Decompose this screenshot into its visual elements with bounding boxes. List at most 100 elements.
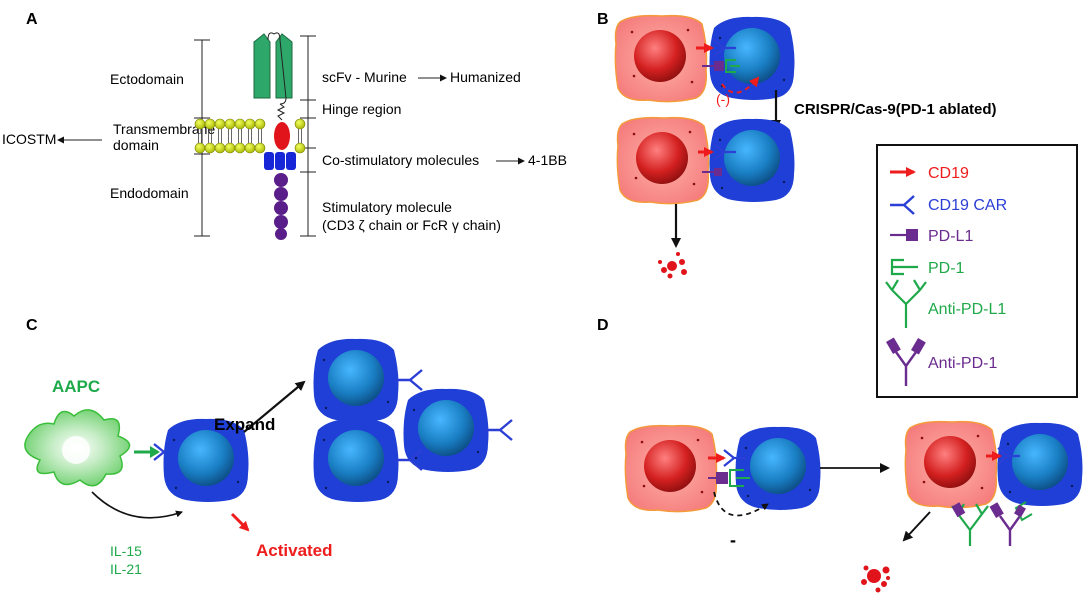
legend-label-pdl1: PD-L1 — [928, 228, 973, 245]
tumor-cell-b1 — [614, 14, 708, 103]
lipid-head — [234, 142, 246, 154]
legend-item-anti-pd1: Anti-PD-1 — [886, 337, 997, 386]
inhibit-label-b: (-) — [716, 91, 730, 107]
legend-item-pd1: PD-1 — [890, 258, 965, 277]
pdl1-pd1-d1-icon — [708, 469, 750, 487]
panel-c-label: C — [26, 317, 38, 334]
tcell-b1 — [709, 16, 795, 100]
stim-label-2: (CD3 ζ chain or FcR γ chain) — [322, 217, 501, 233]
lipid-tail — [298, 136, 302, 143]
tcell-c-expanded-1 — [313, 338, 399, 422]
scfv-domain-icon — [253, 32, 293, 105]
costim-label: Co-stimulatory molecules — [322, 152, 479, 168]
lipid-head — [234, 118, 246, 130]
crispr-label: CRISPR/Cas-9(PD-1 ablated) — [794, 101, 997, 118]
lipid-head — [214, 142, 226, 154]
lipid-head — [194, 118, 206, 130]
pd1-cup-icon — [890, 258, 918, 276]
lipid-head — [294, 118, 306, 130]
tumor-cell-d1 — [624, 424, 718, 513]
transmembrane-domain-label: domain — [113, 137, 159, 153]
car-c1-icon — [394, 368, 424, 392]
legend: CD19 CD19 CAR PD-L1 PD-1 Anti-PD-L1 — [876, 144, 1078, 398]
transmembrane-label: Transmembrane — [113, 121, 215, 137]
lipid-tail — [198, 136, 202, 143]
panel-c: C AAPC IL-15 IL-21 Activated Expand — [24, 317, 514, 577]
hinge-zigzag-icon — [276, 103, 286, 121]
lipid-tail — [218, 129, 222, 136]
activated-arrow — [230, 512, 250, 532]
transmembrane-segment-icon — [274, 122, 290, 150]
humanized-label: Humanized — [450, 69, 521, 85]
pdl1-block-icon — [890, 229, 918, 241]
aapc-label: AAPC — [52, 377, 100, 396]
lipid-tail — [228, 129, 232, 136]
aapc-nucleus-icon — [62, 436, 90, 464]
panel-d: D - — [597, 317, 1083, 593]
lysis-arrow-d — [902, 511, 931, 542]
lipid-tail — [228, 136, 232, 143]
lipid-head — [214, 118, 226, 130]
hinge-label: Hinge region — [322, 101, 401, 117]
lipid-head — [194, 142, 206, 154]
legend-label-cd19: CD19 — [928, 165, 969, 182]
left-domain-brackets — [194, 39, 210, 237]
lipid-tail — [218, 136, 222, 143]
inhibition-arrow-d — [713, 491, 769, 517]
lipid-tail — [238, 136, 242, 143]
il21-label: IL-21 — [110, 561, 142, 577]
tcell-d2 — [997, 422, 1083, 506]
inhibit-label-d: - — [730, 530, 736, 550]
lipid-tail — [198, 129, 202, 136]
tcell-c-expanded-2 — [403, 388, 489, 472]
lipid-tail — [208, 136, 212, 143]
activated-label: Activated — [256, 541, 333, 560]
anti-pd1-d-icon — [989, 501, 1033, 546]
lipid-head — [294, 142, 306, 154]
lysed-tumor-d-icon — [861, 565, 890, 593]
antibody-icon — [886, 337, 926, 386]
costim-target-label: 4-1BB — [528, 152, 567, 168]
tumor-cell-d2 — [904, 420, 998, 509]
panel-b-label: B — [597, 11, 609, 28]
panel-a-label: A — [26, 11, 38, 28]
lipid-head — [204, 118, 216, 130]
cytokine-arrow — [91, 491, 183, 519]
scfv-label: scFv - Murine — [322, 69, 407, 85]
lipid-head — [254, 142, 266, 154]
il15-label: IL-15 — [110, 543, 142, 559]
tcell-c-expanded-3 — [313, 418, 399, 502]
lipid-tail — [248, 129, 252, 136]
panel-b: B (-) CRISPR/Cas-9(PD-1 ablated) — [597, 11, 997, 279]
lipid-head — [244, 118, 256, 130]
panel-a: A Ectodomain Transmembrane domain Endodo… — [2, 11, 567, 240]
tcell-b2 — [709, 118, 795, 202]
tumor-cell-b2 — [616, 116, 710, 205]
lipid-head — [224, 142, 236, 154]
membrane-bilayer-icon — [194, 118, 306, 154]
lipid-head — [254, 118, 266, 130]
legend-item-cd19: CD19 — [890, 165, 969, 182]
lipid-tail — [258, 129, 262, 136]
lysed-tumor-b-icon — [658, 252, 687, 279]
anti-pdl1-d-icon — [951, 502, 989, 546]
tcell-d1 — [735, 426, 821, 510]
lipid-head — [244, 142, 256, 154]
lipid-tail — [258, 136, 262, 143]
pdl1-pd1-b1-icon — [702, 59, 740, 73]
legend-item-pdl1: PD-L1 — [890, 228, 973, 245]
lipid-tail — [238, 129, 242, 136]
right-domain-brackets — [300, 35, 316, 237]
icostm-label: ICOSTM — [2, 131, 56, 147]
pdl1-b2-icon — [702, 168, 722, 176]
endodomain-label: Endodomain — [110, 185, 189, 201]
y-receptor-icon — [890, 195, 915, 215]
lipid-head — [204, 142, 216, 154]
lipid-tail — [248, 136, 252, 143]
legend-label-anti-pd1: Anti-PD-1 — [928, 355, 997, 372]
ectodomain-label: Ectodomain — [110, 71, 184, 87]
legend-label-anti-pdl1: Anti-PD-L1 — [928, 301, 1006, 318]
lipid-tail — [298, 129, 302, 136]
inhibition-arrow-b — [721, 76, 760, 94]
